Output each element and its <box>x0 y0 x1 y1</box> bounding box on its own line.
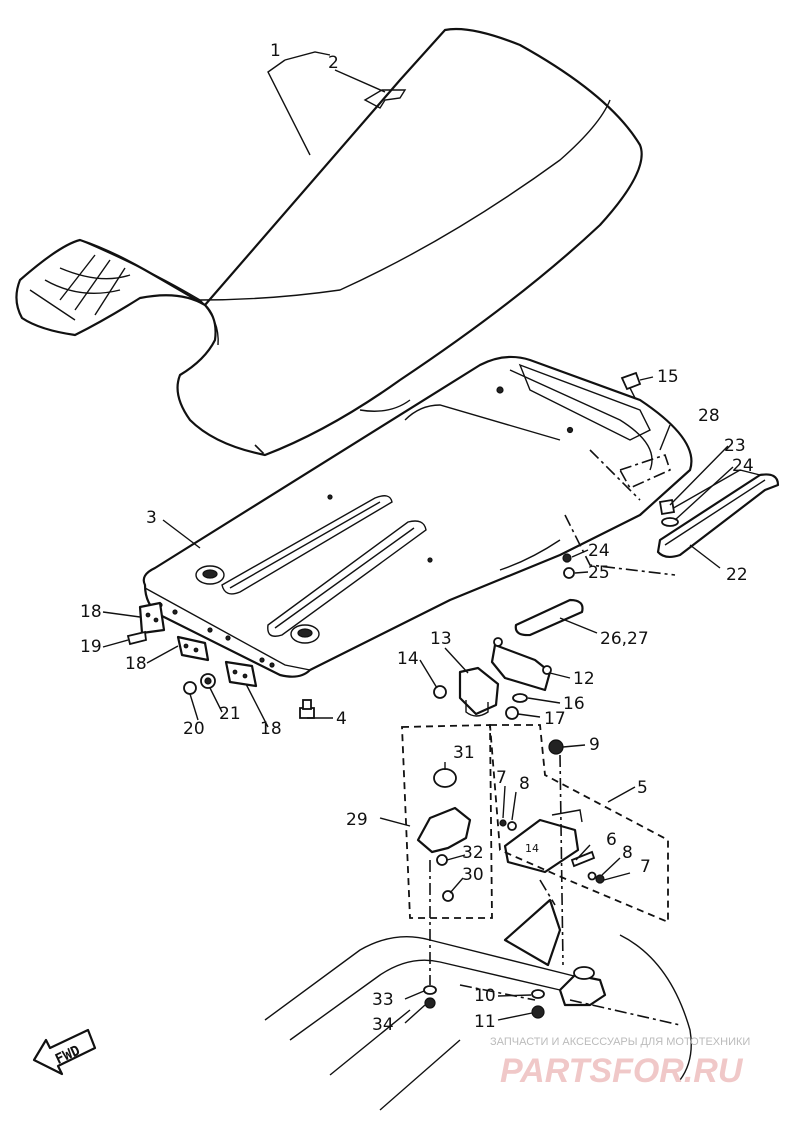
callout-23: 23 <box>724 436 746 456</box>
callout-14: 14 <box>397 649 419 669</box>
callout-7-right: 7 <box>640 857 651 877</box>
callout-24: 24 <box>588 541 610 561</box>
washer-24 <box>562 553 572 563</box>
group-box-29 <box>401 724 493 919</box>
callout-19: 19 <box>80 637 102 657</box>
callout-12: 12 <box>573 669 595 689</box>
bracket-18-a <box>138 601 166 635</box>
grab-rail <box>656 469 780 559</box>
group-box-5 <box>489 724 669 924</box>
callout-11: 11 <box>474 1012 496 1032</box>
forward-direction-arrow: FWD <box>32 1028 97 1076</box>
callout-2: 2 <box>328 53 339 73</box>
slot-rear <box>267 520 427 637</box>
callout-25: 25 <box>588 563 610 583</box>
callout-6: 6 <box>606 830 617 850</box>
cap-31 <box>433 768 457 788</box>
bracket-18-c <box>224 660 258 688</box>
seat-assembly <box>15 27 643 457</box>
nut-25 <box>563 567 575 579</box>
callout-28: 28 <box>698 406 720 426</box>
callout-4: 4 <box>336 709 347 729</box>
watermark: ЗАПЧАСТИ И АКСЕССУАРЫ ДЛЯ МОТОТЕХНИКИ PA… <box>490 1036 750 1090</box>
callout-17: 17 <box>544 709 566 729</box>
callout-18-a: 18 <box>80 602 102 622</box>
callout-29: 29 <box>346 810 368 830</box>
callout-24-top: 24 <box>732 456 754 476</box>
screw-19 <box>126 630 147 646</box>
callout-18-b: 18 <box>125 654 147 674</box>
callout-8-right: 8 <box>622 843 633 863</box>
watermark-tagline: ЗАПЧАСТИ И АКСЕССУАРЫ ДЛЯ МОТОТЕХНИКИ <box>490 1036 750 1048</box>
callout-5: 5 <box>637 778 648 798</box>
callout-10: 10 <box>474 986 496 1006</box>
callout-30: 30 <box>462 865 484 885</box>
callout-34: 34 <box>372 1015 394 1035</box>
bracket-12 <box>490 643 552 692</box>
bracket-29 <box>416 806 472 854</box>
washer-16 <box>512 693 528 703</box>
callout-labels: 1 2 3 4 5 6 7 7 8 8 9 10 11 12 13 14 15 … <box>80 41 754 1035</box>
slot-front <box>221 495 393 595</box>
nut-17 <box>505 706 519 720</box>
nut-14 <box>433 685 447 699</box>
washer-20 <box>183 681 197 695</box>
callout-18-c: 18 <box>260 719 282 739</box>
watermark-logo: PARTSFOR.RU <box>500 1052 744 1090</box>
hinge-5 <box>503 818 580 874</box>
callout-21: 21 <box>219 704 241 724</box>
seat-cushion <box>15 27 643 457</box>
grab-rail-body <box>656 473 780 559</box>
bracket-18-b <box>176 635 210 662</box>
callout-26-27: 26,27 <box>600 629 649 649</box>
callout-9: 9 <box>589 735 600 755</box>
hull-section <box>264 898 692 1111</box>
group-lines <box>254 444 681 1026</box>
callout-32: 32 <box>462 843 484 863</box>
plate-26-27 <box>514 598 584 637</box>
callout-15: 15 <box>657 367 679 387</box>
hardware: 14 <box>126 371 679 1019</box>
callout-33: 33 <box>372 990 394 1010</box>
callout-8-left: 8 <box>519 774 530 794</box>
callout-1: 1 <box>270 41 281 61</box>
washer-24-top <box>661 517 679 527</box>
leader-lines <box>102 51 734 1024</box>
svg-text:14: 14 <box>525 842 539 855</box>
callout-13: 13 <box>430 629 452 649</box>
callout-22: 22 <box>726 565 748 585</box>
callout-20: 20 <box>183 719 205 739</box>
callout-31: 31 <box>453 743 475 763</box>
callout-16: 16 <box>563 694 585 714</box>
callout-7-left: 7 <box>496 768 507 788</box>
striker-mount <box>503 898 562 967</box>
pin-6 <box>570 850 596 868</box>
bolt-15 <box>620 371 642 391</box>
callout-3: 3 <box>146 508 157 528</box>
bolt-9 <box>548 739 564 755</box>
